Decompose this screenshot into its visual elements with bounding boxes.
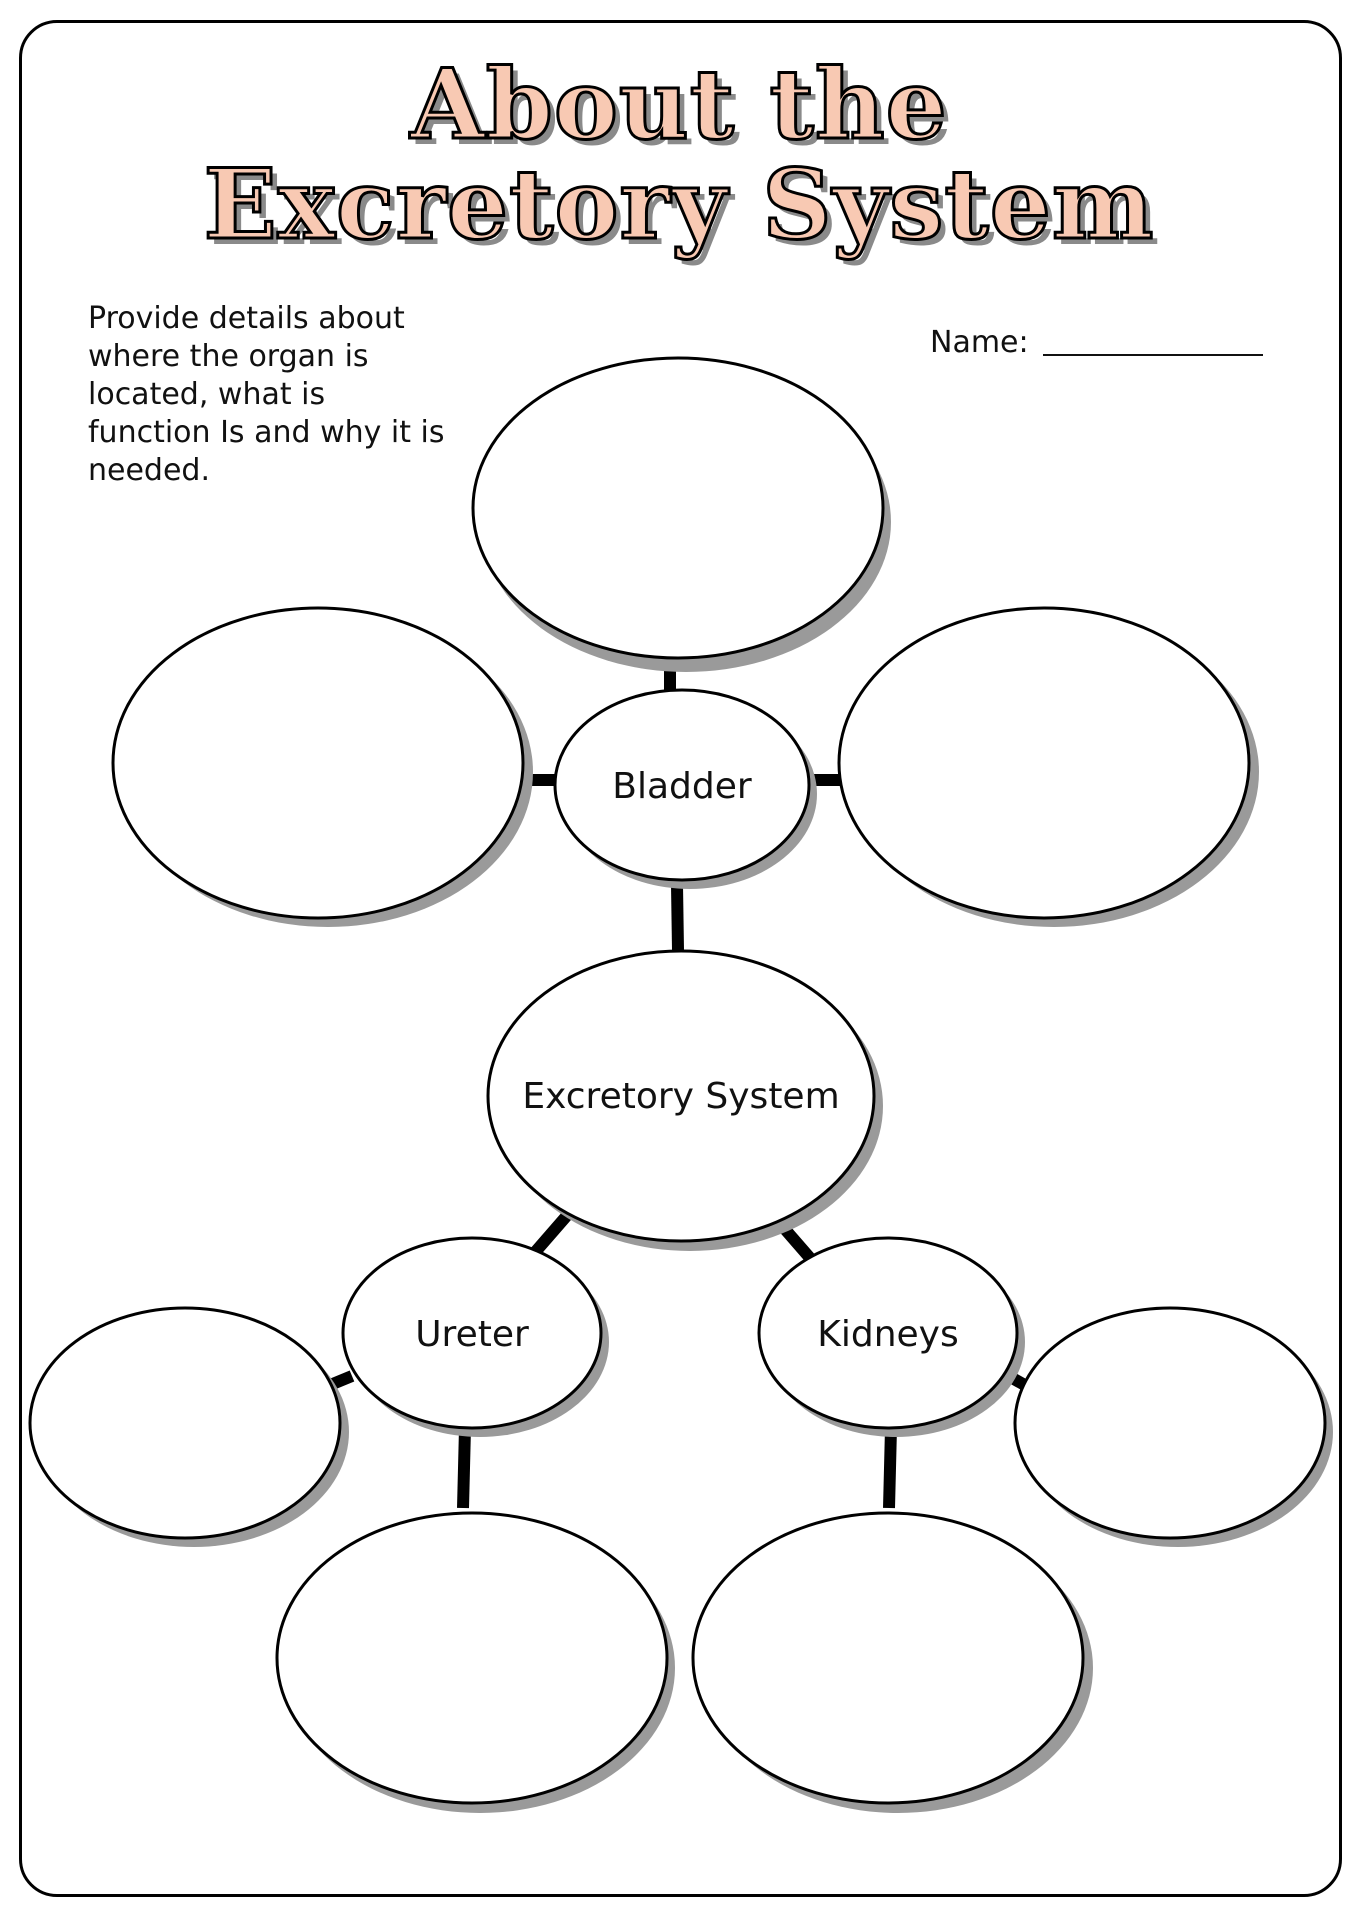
- bladder-label: Bladder: [612, 766, 752, 807]
- answer-bubble-kidneys-bottom[interactable]: [691, 1511, 1085, 1805]
- bladder-node: [553, 688, 811, 882]
- kidneys-label: Kidneys: [817, 1314, 959, 1355]
- answer-bubble-bladder-top[interactable]: [471, 356, 885, 660]
- name-blank-line[interactable]: [1042, 354, 1263, 356]
- connector-kidneys-bottom: [883, 1427, 897, 1509]
- answer-bubble-ureter-bottom[interactable]: [275, 1511, 669, 1805]
- answer-bubble-ureter-left[interactable]: [28, 1306, 342, 1540]
- name-label: Name:: [930, 325, 1029, 360]
- kidneys-node: [757, 1236, 1019, 1430]
- answer-bubble-bladder-right[interactable]: [837, 606, 1251, 920]
- ureter-label: Ureter: [415, 1314, 529, 1355]
- name-field[interactable]: Name:: [930, 325, 1263, 360]
- answer-bubble-bladder-left[interactable]: [111, 606, 525, 920]
- title-line-2: Excretory System: [202, 148, 1155, 261]
- instructions-text: Provide details about where the organ is…: [88, 301, 445, 488]
- title-line-1: About the: [409, 48, 948, 161]
- worksheet-title: About the Excretory System: [0, 48, 1358, 261]
- center-label: Excretory System: [522, 1076, 839, 1117]
- connector-ureter-bottom: [457, 1427, 471, 1509]
- answer-bubble-kidneys-right[interactable]: [1013, 1306, 1327, 1540]
- ureter-node: [341, 1236, 603, 1430]
- center-node: [486, 949, 876, 1243]
- connector-bladder-center: [671, 884, 684, 951]
